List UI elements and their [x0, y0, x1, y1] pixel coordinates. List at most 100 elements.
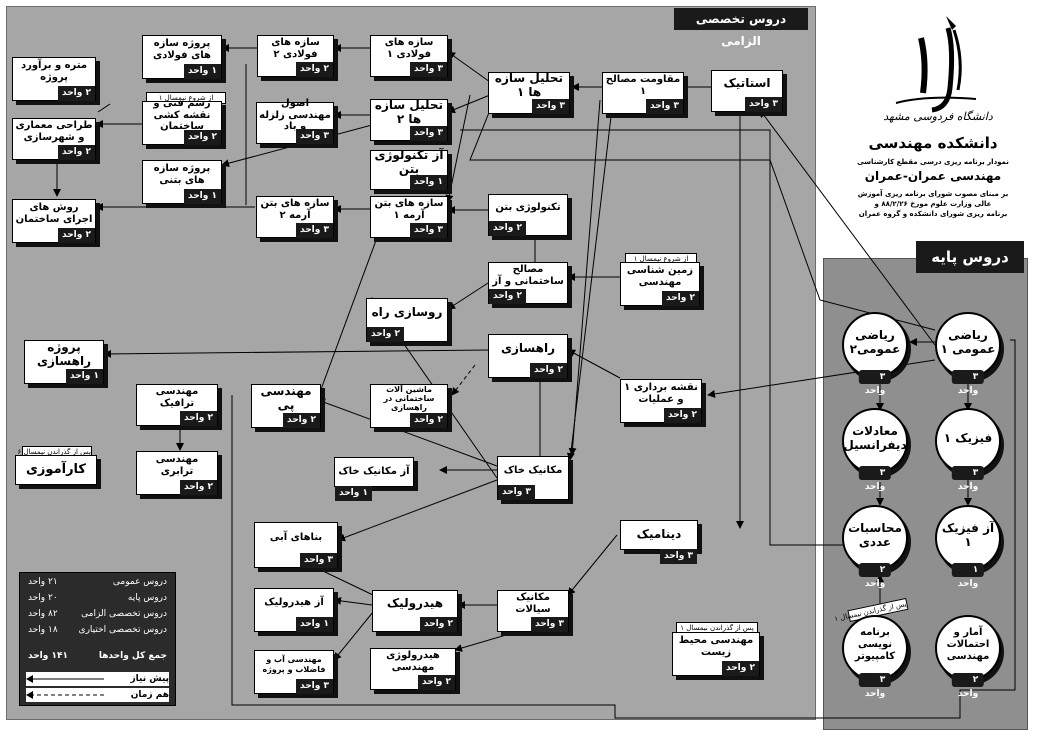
- course-seismic-engineering[interactable]: اصول مهندسی زلزله و باد ۳ واحد: [256, 98, 334, 144]
- course-units: ۳ واحد: [531, 617, 568, 632]
- course-concrete-lab[interactable]: آز تکنولوژی بتن ۱ واحد: [370, 147, 448, 190]
- legend-label: دروس تخصصی الزامی: [81, 609, 167, 619]
- course-name: مهندسی ترابری: [155, 454, 199, 477]
- course-name: بناهای آبی: [269, 531, 323, 543]
- course-building-materials[interactable]: مصالح ساختمانی و آز ۲ واحد: [488, 262, 568, 304]
- course-road-project[interactable]: پروژه راهسازی ۱ واحد: [24, 340, 104, 384]
- course-units: ۳ واحد: [296, 679, 333, 694]
- course-traffic-engineering[interactable]: مهندسی ترافیک ۲ واحد: [136, 384, 218, 426]
- approval-line-2: عالی وزارت علوم مورخ ۸۸/۲/۲۶ و: [874, 200, 992, 208]
- course-concrete-technology[interactable]: تکنولوژی بتن ۲ واحد: [488, 194, 568, 236]
- course-name: ماشین آلات ساختمانی در راهسازی: [383, 384, 435, 413]
- course-rc-structures-2[interactable]: سازه های بتن آرمه ۲ ۳ واحد: [256, 196, 334, 238]
- course-fluid-mechanics[interactable]: مکانیک سیالات ۳ واحد: [497, 590, 569, 632]
- course-structural-analysis-2[interactable]: تحلیل سازه ها ۲ ۳ واحد: [370, 97, 448, 141]
- course-name: طراحی معماری و شهرسازی: [15, 120, 93, 143]
- course-estimating[interactable]: متره و برآورد پروژه ۲ واحد: [12, 57, 96, 101]
- course-construction-methods[interactable]: روش های اجرای ساختمان ۲ واحد: [12, 199, 96, 243]
- course-steel-structures-1[interactable]: سازه های فولادی ۱ ۳ واحد: [370, 35, 448, 77]
- course-name: ریاضی عمومی۲: [849, 327, 901, 356]
- basic-course-numerical-methods[interactable]: محاسبات عددی ۲ واحد: [842, 505, 908, 589]
- course-pavement[interactable]: روسازی راه ۲ واحد: [366, 298, 448, 342]
- legend-row: دروس پایه ۲۰ واحد: [28, 593, 167, 607]
- course-units: ۲ واحد: [858, 563, 892, 589]
- course-name: تکنولوژی بتن: [495, 201, 561, 213]
- basic-course-statistics[interactable]: آمار و احتمالات مهندسی ۲ واحد: [935, 615, 1001, 699]
- approval-line-3: برنامه ریزی شورای دانشکده و گروه عمران: [858, 210, 1008, 218]
- basic-course-differential-equations[interactable]: معادلات دیفرانسیل ۳ واحد: [842, 408, 908, 492]
- course-units: ۲ واحد: [489, 221, 526, 236]
- course-name: اصول مهندسی زلزله و باد: [259, 98, 331, 133]
- course-hydraulic-structures[interactable]: بناهای آبی ۳ واحد: [254, 522, 338, 568]
- course-units: ۳ واحد: [745, 97, 782, 112]
- course-name: هیدرولیک: [386, 595, 444, 610]
- basic-course-programming[interactable]: برنامه نویسی کامپیوتر ۳ واحد: [842, 615, 908, 699]
- legend-corequisite-label: هم زمان: [130, 690, 169, 700]
- course-name: نقشه برداری ۱ و عملیات: [624, 382, 698, 405]
- course-architectural-design[interactable]: طراحی معماری و شهرسازی ۲ واحد: [12, 118, 96, 160]
- course-strength-of-materials[interactable]: مقاومت مصالح ۱ ۳ واحد: [602, 72, 684, 114]
- course-dynamics[interactable]: دینامیک ۳ واحد: [620, 520, 698, 564]
- course-name: مهندسی پی: [260, 383, 312, 412]
- chart-title: نمودار برنامه ریزی درسی مقطع کارشناسی: [857, 158, 1009, 166]
- course-name: سازه های بتن آرمه ۲: [260, 198, 330, 221]
- course-steel-project[interactable]: پروژه سازه های فولادی ۱ واحد: [142, 35, 222, 79]
- legend-label: دروس عمومی: [112, 577, 167, 587]
- course-units: ۲ واحد: [420, 617, 457, 632]
- legend-total: جمع کل واحدها ۱۴۱ واحد: [28, 651, 167, 665]
- course-name: معادلات دیفرانسیل: [843, 423, 907, 452]
- course-hydraulics-lab[interactable]: آز هیدرولیک ۱ واحد: [254, 588, 334, 632]
- course-transportation-engineering[interactable]: مهندسی ترابری ۲ واحد: [136, 451, 218, 495]
- course-soil-lab[interactable]: آز مکانیک خاک ۱ واحد: [334, 457, 414, 501]
- legend-value: ۱۸ واحد: [28, 625, 58, 635]
- course-name: سازه های بتن آرمه ۱: [374, 198, 444, 221]
- basic-course-physics-lab[interactable]: آز فیزیک ۱ ۱ واحد: [935, 505, 1001, 589]
- course-foundation-engineering[interactable]: مهندسی پی ۲ واحد: [251, 384, 321, 428]
- course-units: ۳ واحد: [951, 466, 985, 492]
- course-name: برنامه نویسی کامپیوتر: [854, 627, 896, 662]
- course-name: آز تکنولوژی بتن: [374, 147, 444, 176]
- course-structural-analysis-1[interactable]: تحلیل سازه ها ۱ ۳ واحد: [488, 71, 570, 114]
- course-name: استاتیک: [723, 75, 771, 90]
- course-name: روسازی راه: [371, 304, 443, 319]
- course-units: ۲ واحد: [489, 289, 526, 304]
- legend-value: ۸۲ واحد: [28, 609, 58, 619]
- course-units: ۲ واحد: [58, 86, 95, 101]
- course-engineering-geology[interactable]: زمین شناسی مهندسی ۲ واحد: [620, 262, 700, 306]
- course-hydraulics[interactable]: هیدرولیک ۲ واحد: [372, 590, 458, 632]
- course-units: ۳ واحد: [498, 485, 535, 500]
- course-environmental-engineering[interactable]: مهندسی محیط زیست ۲ واحد: [672, 632, 760, 676]
- course-name: رسم فنی و نقشه کشی ساختمان: [153, 98, 211, 133]
- course-units: ۱ واحد: [410, 175, 447, 190]
- legend-total-value: ۱۴۱ واحد: [28, 651, 68, 661]
- basic-course-math-2[interactable]: ریاضی عمومی۲ ۳ واحد: [842, 312, 908, 396]
- course-name: مهندسی ترافیک: [155, 386, 199, 409]
- course-concrete-project[interactable]: پروژه سازه های بتنی ۱ واحد: [142, 160, 222, 204]
- legend-corequisite: هم زمان: [26, 688, 169, 702]
- course-internship[interactable]: کارآموزی: [15, 455, 97, 485]
- course-surveying[interactable]: نقشه برداری ۱ و عملیات ۲ واحد: [620, 379, 702, 423]
- course-name: آمار و احتمالات مهندسی: [946, 627, 990, 662]
- course-soil-mechanics[interactable]: مکانیک خاک ۳ واحد: [497, 456, 569, 500]
- course-units: ۲ واحد: [296, 62, 333, 77]
- course-construction-machinery[interactable]: ماشین آلات ساختمانی در راهسازی ۲ واحد: [370, 384, 448, 428]
- course-name: مهندسی آب و فاضلاب و پروژه: [262, 655, 326, 674]
- course-name: پروژه سازه های فولادی: [153, 38, 211, 61]
- course-road-construction[interactable]: راهسازی ۲ واحد: [488, 334, 568, 378]
- legend-prerequisite: پیش نیاز: [26, 672, 169, 686]
- course-statics[interactable]: استاتیک ۳ واحد: [711, 70, 783, 112]
- basic-course-math-1[interactable]: ریاضی عمومی ۱ ۳ واحد: [935, 312, 1001, 396]
- basic-course-physics-1[interactable]: فیزیک ۱ ۳ واحد: [935, 408, 1001, 492]
- course-technical-drawing[interactable]: رسم فنی و نقشه کشی ساختمان ۲ واحد: [142, 98, 222, 145]
- course-steel-structures-2[interactable]: سازه های فولادی ۲ ۲ واحد: [257, 35, 334, 77]
- course-units: ۳ واحد: [300, 553, 337, 568]
- course-rc-structures-1[interactable]: سازه های بتن آرمه ۱ ۳ واحد: [370, 196, 448, 238]
- legend-row: دروس تخصصی اختیاری ۱۸ واحد: [28, 625, 167, 639]
- course-hydrology[interactable]: هیدرولوژی مهندسی ۲ واحد: [370, 648, 456, 690]
- course-water-wastewater[interactable]: مهندسی آب و فاضلاب و پروژه ۳ واحد: [254, 650, 334, 694]
- course-units: ۱ واحد: [296, 617, 333, 632]
- course-name: تحلیل سازه ها ۲: [374, 97, 444, 126]
- faculty-name: دانشکده مهندسی: [868, 134, 998, 152]
- course-units: ۲ واحد: [664, 408, 701, 423]
- course-units: ۳ واحد: [296, 223, 333, 238]
